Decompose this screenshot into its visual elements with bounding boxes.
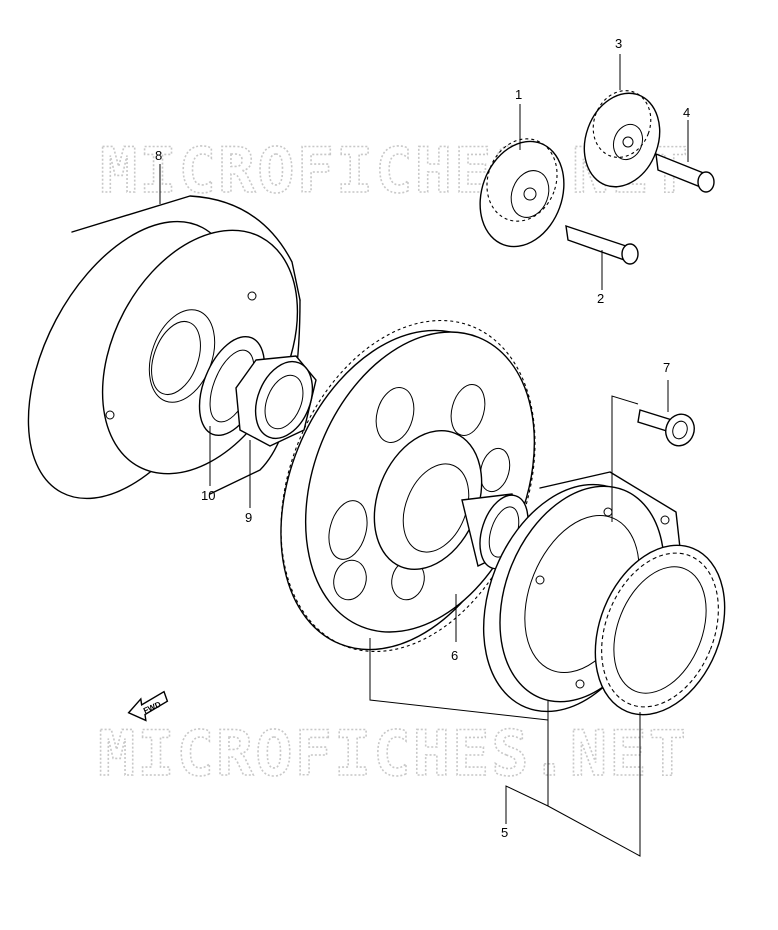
callout-5: 5: [501, 825, 508, 840]
idle-gear-1: [479, 138, 565, 248]
callout-7: 7: [663, 360, 670, 375]
shaft-4: [655, 152, 715, 193]
watermark-bottom: MICROFICHES.NET: [98, 717, 688, 790]
callout-1: 1: [515, 87, 522, 102]
callout-3: 3: [615, 36, 622, 51]
idle-gear-3: [583, 90, 661, 188]
leader-lines: [159, 54, 689, 857]
bolt: [637, 409, 695, 447]
callout-9: 9: [245, 510, 252, 525]
sprag-cage: [594, 544, 726, 716]
callout-2: 2: [597, 291, 604, 306]
callout-8: 8: [155, 148, 162, 163]
callout-10: 10: [201, 488, 215, 503]
nut: [235, 355, 317, 447]
shaft-2: [565, 224, 639, 265]
callout-6: 6: [451, 648, 458, 663]
callout-4: 4: [683, 105, 690, 120]
